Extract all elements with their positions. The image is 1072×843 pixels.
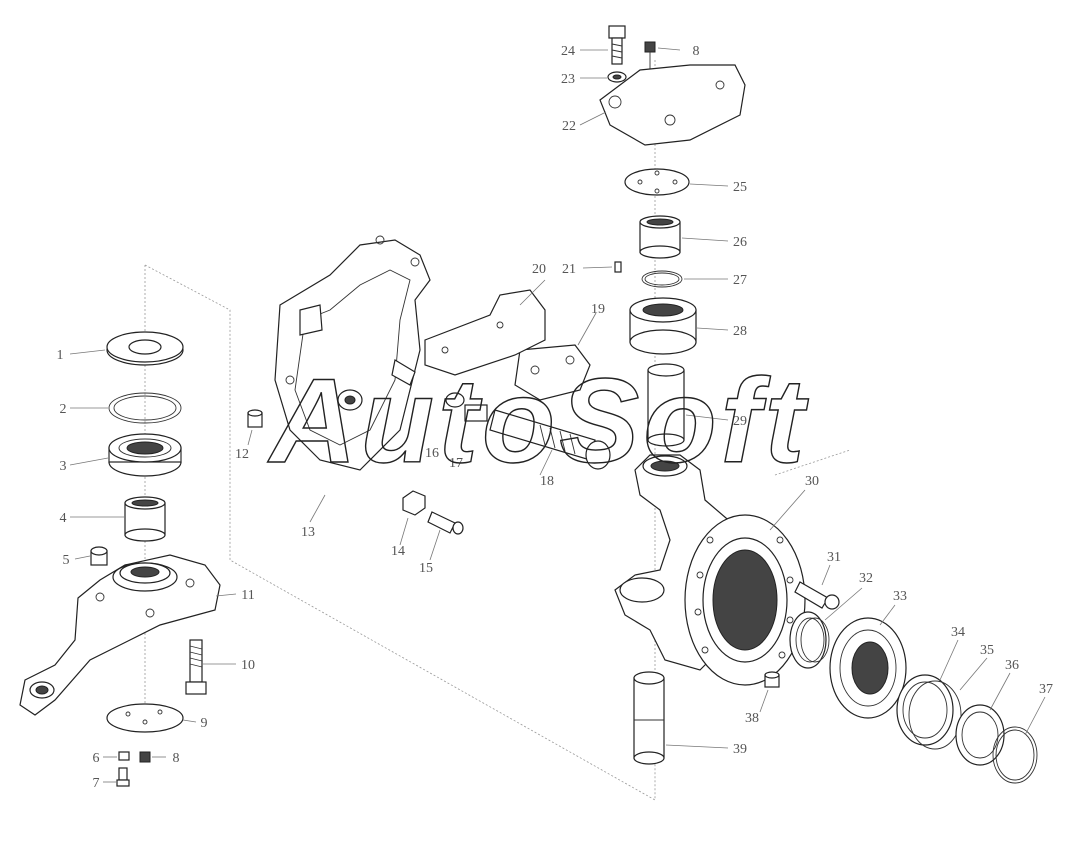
part-12-pin <box>247 409 263 428</box>
part-26-bushing <box>639 215 681 259</box>
callout-36: 36 <box>1005 658 1019 673</box>
callout-17: 17 <box>449 456 463 471</box>
callout-34: 34 <box>951 625 965 640</box>
callout-27: 27 <box>733 273 747 288</box>
callout-8-lower: 8 <box>173 751 180 766</box>
part-4-bushing <box>124 496 166 542</box>
part-25-gasket <box>624 168 690 196</box>
callout-25: 25 <box>733 180 747 195</box>
callout-labels: 1 2 3 4 5 6 7 8 9 10 11 12 13 14 15 16 1… <box>57 44 1054 791</box>
part-18-shaft <box>489 409 611 470</box>
part-19-bracket <box>514 344 591 401</box>
part-35-ring <box>908 680 962 750</box>
part-24-bolt <box>608 25 626 65</box>
callout-23: 23 <box>561 72 575 87</box>
callout-31: 31 <box>827 550 841 565</box>
callout-9: 9 <box>201 716 208 731</box>
callout-33: 33 <box>893 589 907 604</box>
part-17-adjuster <box>445 392 488 422</box>
callout-10: 10 <box>241 658 255 673</box>
callout-18: 18 <box>540 474 554 489</box>
callout-16: 16 <box>425 446 439 461</box>
part-6-nut <box>118 751 130 761</box>
part-14-nut <box>402 490 426 516</box>
part-8-grease-nipple-lower <box>139 751 151 763</box>
part-37-circlip <box>992 726 1038 784</box>
callout-5: 5 <box>63 553 70 568</box>
callout-2: 2 <box>60 402 67 417</box>
leader-lines <box>69 47 1046 783</box>
callout-37: 37 <box>1039 682 1053 697</box>
part-27-o-ring <box>641 270 683 288</box>
part-39-lower-pin <box>633 671 665 765</box>
part-10-bolt <box>185 639 207 695</box>
callout-28: 28 <box>733 324 747 339</box>
callout-26: 26 <box>733 235 747 250</box>
part-5-sleeve <box>90 546 108 566</box>
part-1-thrust-washer <box>106 331 184 366</box>
part-31-bolt <box>794 581 840 610</box>
callout-1: 1 <box>57 348 64 363</box>
callout-12: 12 <box>235 447 249 462</box>
part-13-brake-housing <box>274 235 431 471</box>
callout-30: 30 <box>805 474 819 489</box>
part-11-steering-arm <box>19 554 221 716</box>
callout-3: 3 <box>60 459 67 474</box>
part-38-dowel <box>764 671 780 688</box>
watermark-text: AutoSoft <box>267 354 810 488</box>
callout-24: 24 <box>561 44 575 59</box>
callout-4: 4 <box>60 511 67 526</box>
callout-19: 19 <box>591 302 605 317</box>
callout-7: 7 <box>93 776 100 791</box>
callout-35: 35 <box>980 643 994 658</box>
callout-15: 15 <box>419 561 433 576</box>
callout-22: 22 <box>562 119 576 134</box>
part-34-spacer <box>896 674 954 746</box>
callout-11: 11 <box>241 588 254 603</box>
callout-20: 20 <box>532 262 546 277</box>
part-36-nut <box>955 704 1005 766</box>
callout-32: 32 <box>859 571 873 586</box>
part-2-snap-ring <box>108 392 182 424</box>
callout-6: 6 <box>93 751 100 766</box>
part-28-bearing-cup <box>629 297 697 355</box>
callout-8-upper: 8 <box>693 44 700 59</box>
part-8-grease-nipple-upper <box>644 41 656 70</box>
callout-38: 38 <box>745 711 759 726</box>
callout-14: 14 <box>391 544 405 559</box>
callout-13: 13 <box>301 525 315 540</box>
callout-39: 39 <box>733 742 747 757</box>
part-9-plate <box>106 703 184 733</box>
part-7-screw <box>116 767 130 787</box>
part-15-bolt <box>427 511 464 535</box>
part-3-bearing <box>108 433 182 477</box>
part-20-support <box>424 289 546 376</box>
callout-29: 29 <box>733 414 747 429</box>
part-30-steering-knuckle <box>614 454 806 686</box>
callout-21: 21 <box>562 262 576 277</box>
part-32-seal <box>789 611 830 669</box>
part-29-kingpin <box>647 363 685 447</box>
part-23-washer <box>607 71 627 83</box>
part-21-pin <box>614 261 622 273</box>
part-33-bearing <box>829 617 907 719</box>
part-16-camshaft <box>337 389 363 411</box>
part-22-upper-bracket <box>599 64 746 146</box>
